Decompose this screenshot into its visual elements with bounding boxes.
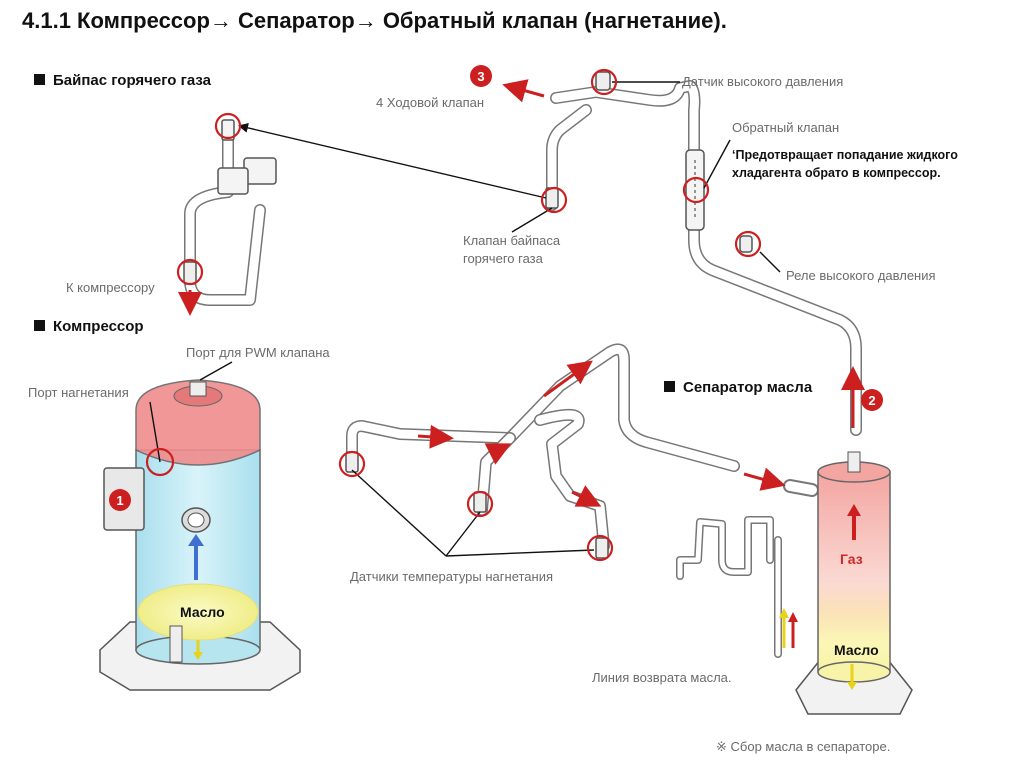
label-four-way-valve: 4 Ходовой клапан (376, 95, 485, 110)
section-bypass-label: Байпас горячего газа (53, 72, 211, 89)
section-oil-separator-label: Сепаратор масла (683, 379, 813, 396)
label-bypass-valve-line-2: горячего газа (463, 251, 543, 266)
label-bypass-valve: Клапан байпаса горячего газа (463, 232, 560, 268)
bypass-valve-body (217, 119, 277, 195)
square-bullet-icon (34, 74, 45, 85)
section-oil-separator: Сепаратор масла (664, 379, 812, 396)
compressor (99, 379, 301, 691)
label-to-compressor: К компрессору (66, 280, 155, 295)
label-oil-in-separator: Масло (834, 642, 879, 658)
square-bullet-icon (34, 320, 45, 331)
label-oil-in-compressor: Масло (180, 604, 225, 620)
flow-arrows (178, 79, 865, 507)
pressure-sensor-stubs (183, 71, 753, 559)
section-compressor-label: Компрессор (53, 318, 144, 335)
label-high-pressure-relay: Реле высокого давления (786, 268, 936, 283)
section-bypass: Байпас горячего газа (34, 72, 211, 89)
label-gas: Газ (840, 551, 863, 567)
label-pwm-port: Порт для PWM клапана (186, 345, 330, 360)
label-high-pressure-sensor: Датчик высокого давления (682, 74, 844, 89)
page-title: 4.1.1 Компрессор→ Сепаратор→ Обратный кл… (22, 8, 727, 33)
label-discharge-temp-sensors: Датчики температуры нагнетания (350, 569, 554, 584)
oil-separator (779, 451, 913, 715)
marker-1: 1 (109, 489, 131, 511)
section-compressor: Компрессор (34, 318, 144, 335)
marker-1-label: 1 (116, 493, 123, 508)
callout-lines (149, 81, 781, 557)
label-check-valve: Обратный клапан (732, 120, 840, 135)
label-oil-collection-note: ※ Сбор масла в сепараторе. (716, 739, 891, 754)
marker-3: 3 (470, 65, 492, 87)
marker-2-label: 2 (868, 393, 875, 408)
square-bullet-icon (664, 381, 675, 392)
marker-3-label: 3 (477, 69, 484, 84)
check-valve-note-line-2: хладагента обрато в компрессор. (732, 166, 941, 180)
check-valve-note-line-1: ‘Предотвращает попадание жидкого (732, 148, 958, 162)
marker-2: 2 (861, 389, 883, 411)
label-oil-return-line: Линия возврата масла. (592, 670, 732, 685)
label-discharge-port: Порт нагнетания (28, 385, 129, 400)
label-bypass-valve-line-1: Клапан байпаса (463, 233, 561, 248)
highlight-circles (145, 68, 762, 562)
check-valve-note: ‘Предотвращает попадание жидкого хладаге… (732, 146, 958, 182)
